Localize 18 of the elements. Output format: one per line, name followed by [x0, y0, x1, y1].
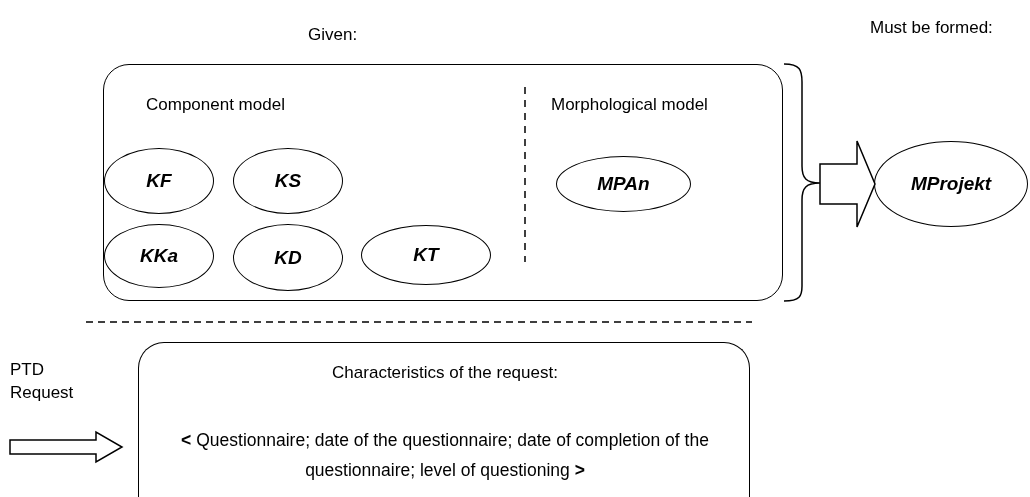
- heading-label: Must be formed:: [870, 18, 993, 38]
- panel-heading: Morphological model: [551, 95, 708, 115]
- block-arrow: [819, 140, 876, 228]
- ellipse-node: KD: [233, 224, 343, 291]
- ellipse-node: KT: [361, 225, 491, 285]
- ellipse-node: MPAn: [556, 156, 691, 212]
- rounded-panel: [138, 342, 750, 497]
- ellipse-node: MProjekt: [874, 141, 1028, 227]
- ellipse-node: KF: [104, 148, 214, 214]
- ellipse-node: KS: [233, 148, 343, 214]
- panel-heading: Characteristics of the request:: [331, 363, 559, 383]
- panel-text: < Questionnaire; date of the questionnaire; date of completion of the questionnaire; level of questioning >: [180, 429, 710, 482]
- heading-label: Given:: [308, 25, 358, 45]
- text-label: PTD Request: [10, 358, 90, 404]
- ellipse-node: KKa: [104, 224, 214, 288]
- block-arrow: [9, 430, 124, 464]
- panel-heading: Component model: [146, 95, 285, 115]
- rounded-panel: [103, 64, 783, 301]
